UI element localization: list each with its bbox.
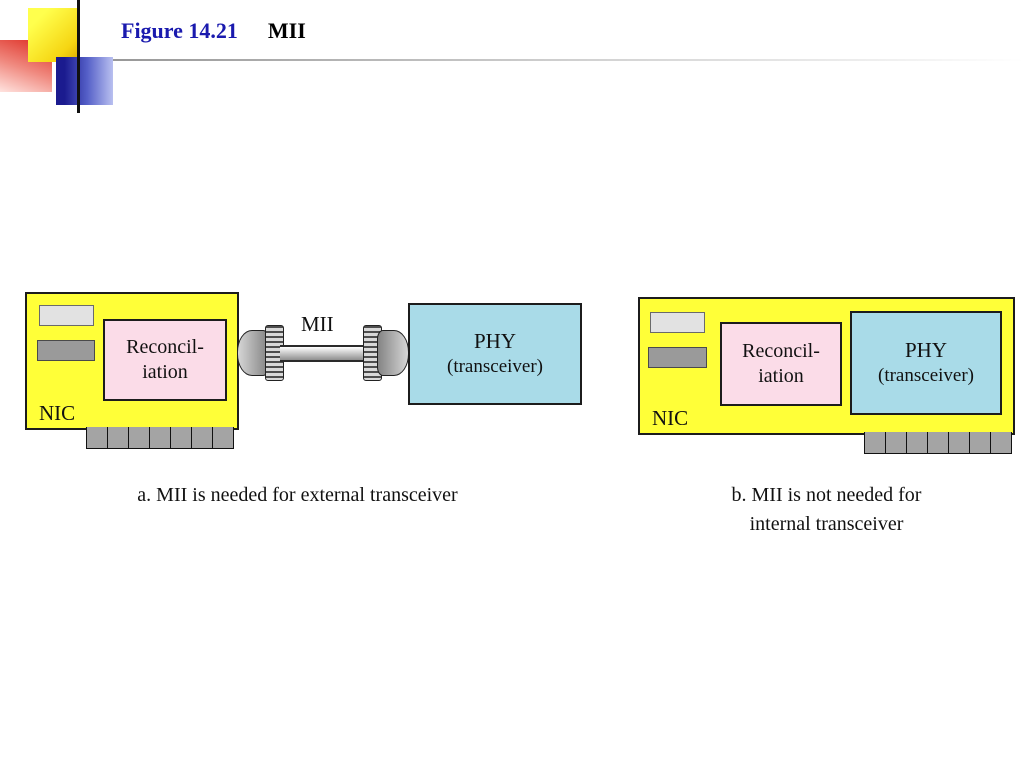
edge-connector-tooth — [171, 427, 192, 448]
decor-vertical-line — [77, 0, 80, 113]
diagram-b-reconciliation-line1: Reconcil- — [742, 340, 820, 362]
edge-connector-tooth — [865, 432, 886, 453]
diagram-b-nic-label: NIC — [652, 406, 689, 430]
edge-connector-tooth — [129, 427, 150, 448]
diagram-b-caption: b. MII is not needed for internal transc… — [640, 481, 1013, 539]
diagram-a-chip-light — [39, 305, 94, 326]
edge-connector-tooth — [886, 432, 907, 453]
edge-connector-tooth — [970, 432, 991, 453]
decor-yellow-square — [28, 8, 80, 62]
diagram-b-phy-box: PHY (transceiver) — [850, 311, 1002, 415]
mii-cable-assembly — [237, 322, 409, 382]
diagram-b-caption-line1: b. MII is not needed for — [731, 484, 922, 506]
diagram-a-edge-connector — [86, 427, 234, 449]
edge-connector-tooth — [87, 427, 108, 448]
diagram-a-reconciliation-box: Reconcil- iation — [103, 319, 227, 401]
diagram-a-caption: a. MII is needed for external transceive… — [137, 484, 458, 506]
edge-connector-tooth — [150, 427, 171, 448]
cable-plug-left — [237, 330, 269, 376]
edge-connector-tooth — [928, 432, 949, 453]
header-rule — [0, 59, 1024, 61]
diagram-a-phy-box: PHY (transceiver) — [408, 303, 582, 405]
diagram-a-phy-line1: PHY — [473, 329, 516, 353]
diagram-b-phy-line2: (transceiver) — [878, 365, 974, 387]
diagram-a-nic-card: Reconcil- iation NIC — [25, 292, 239, 430]
edge-connector-tooth — [949, 432, 970, 453]
diagram-b-reconciliation-line2: iation — [758, 365, 804, 387]
decor-blue-square — [56, 57, 113, 105]
figure-number-label: Figure 14.21 — [121, 18, 238, 43]
edge-connector-tooth — [991, 432, 1011, 453]
diagram-b-reconciliation-box: Reconcil- iation — [720, 322, 842, 406]
diagram-a-chip-dark — [37, 340, 95, 361]
edge-connector-tooth — [213, 427, 233, 448]
mii-cable — [280, 345, 366, 362]
diagram-b-phy-line1: PHY — [904, 338, 947, 362]
edge-connector-tooth — [192, 427, 213, 448]
diagram-b-chip-dark — [648, 347, 707, 368]
diagram-b-nic-card: Reconcil- iation PHY (transceiver) NIC — [638, 297, 1015, 435]
diagram-b-chip-light — [650, 312, 705, 333]
diagram-a-phy-line2: (transceiver) — [447, 356, 543, 378]
edge-connector-tooth — [108, 427, 129, 448]
edge-connector-tooth — [907, 432, 928, 453]
slide-title: Figure 14.21 MII — [121, 18, 306, 44]
cable-plug-right — [377, 330, 409, 376]
mii-cable-label: MII — [301, 312, 334, 336]
diagram-a-reconciliation-line1: Reconcil- — [126, 336, 204, 358]
diagram-b-edge-connector — [864, 432, 1012, 454]
diagram-b-caption-line2: internal transceiver — [749, 513, 904, 535]
diagram-a-reconciliation-line2: iation — [142, 361, 188, 383]
figure-title-text: MII — [267, 18, 306, 43]
diagram-a-nic-label: NIC — [39, 401, 76, 425]
